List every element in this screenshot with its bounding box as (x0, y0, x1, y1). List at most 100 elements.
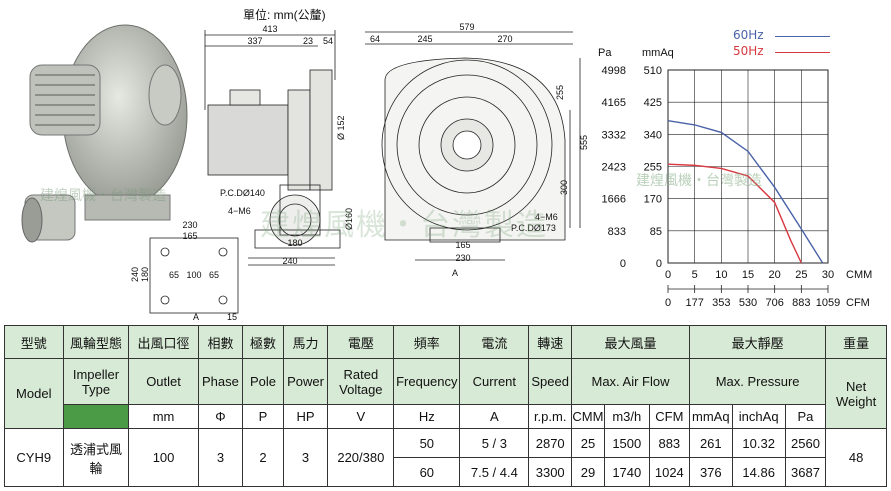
photo-watermark: 建煌風機・台灣製造 (40, 188, 166, 204)
axis-title-mmaq: mmAq (642, 47, 674, 59)
dim-15: 15 (227, 312, 237, 320)
th-zh-pole: 極數 (242, 325, 284, 359)
dim-a-front: A (452, 268, 458, 278)
axis-unit-cfm: CFM (846, 297, 870, 309)
cell-m3h-60: 1740 (603, 457, 650, 487)
th-zh-airflow: 最大風量 (570, 325, 691, 359)
dim-23: 23 (303, 36, 313, 46)
cell-pa-50: 2560 (784, 428, 827, 458)
dim-300: 300 (559, 180, 569, 195)
cell-speed-50: 2870 (528, 428, 572, 458)
cell-inchaq-50: 10.32 (731, 428, 786, 458)
tick-pa: 0 (620, 258, 626, 270)
tick-cmm: 0 (665, 269, 671, 281)
dim-d152: Ø 152 (336, 115, 346, 140)
unit-voltage: V (327, 404, 395, 429)
dim-579: 579 (459, 22, 474, 32)
performance-chart: 0051771035315530207062588330105951049984… (598, 47, 872, 309)
dim-240b: 240 (130, 267, 140, 282)
th-zh-pressure: 最大靜壓 (689, 325, 827, 359)
tick-cfm: 1059 (816, 297, 840, 309)
unit-power: HP (282, 404, 329, 429)
cell-model: CYH9 (4, 428, 64, 487)
cell-power: 3 (282, 428, 329, 487)
cell-speed-60: 3300 (528, 457, 572, 487)
dim-pcd173: P.C.DØ173 (511, 223, 556, 233)
th-en-impeller: Impeller Type (62, 358, 130, 405)
cell-current-60: 7.5 / 4.4 (459, 457, 530, 487)
dim-255: 255 (555, 85, 565, 100)
tick-cmm: 25 (795, 269, 807, 281)
axis-title-pa: Pa (598, 47, 612, 59)
cell-pa-60: 3687 (784, 457, 827, 487)
dim-pcd140: P.C.DØ140 (220, 188, 265, 198)
tick-cmm: 10 (715, 269, 727, 281)
th-zh-speed: 轉速 (528, 325, 572, 359)
blower-photo (21, 24, 188, 243)
tick-cfm: 0 (665, 297, 671, 309)
cell-cfm-50: 883 (648, 428, 691, 458)
dim-555: 555 (579, 135, 589, 150)
dim-165-front: 165 (455, 240, 470, 250)
th-zh-power: 馬力 (282, 325, 329, 359)
tick-pa: 3332 (602, 129, 626, 141)
th-zh-voltage: 電壓 (327, 325, 395, 359)
cell-inchaq-60: 14.86 (731, 457, 786, 487)
tick-cmm: 30 (822, 269, 834, 281)
tick-mmaq: 425 (644, 97, 662, 109)
dim-65b: 65 (209, 270, 219, 280)
dim-245: 245 (417, 34, 432, 44)
tick-cmm: 15 (742, 269, 754, 281)
legend-60hz: 60Hz (733, 28, 764, 42)
cell-mmaq-60: 376 (689, 457, 733, 487)
tick-cfm: 883 (792, 297, 810, 309)
dim-165: 165 (182, 231, 197, 241)
legend-line-60hz (775, 36, 830, 37)
legend-50hz: 50Hz (733, 44, 764, 58)
tick-mmaq: 255 (644, 162, 662, 174)
spec-table: 型號 風輪型態 出風口徑 相數 極數 馬力 電壓 頻率 電流 轉速 最大風量 最… (4, 325, 887, 487)
tick-cfm: 177 (685, 297, 703, 309)
chart-watermark: 建煌風機・台灣製造 (636, 173, 762, 189)
th-en-voltage: Rated Voltage (327, 358, 395, 405)
tick-mmaq: 0 (656, 258, 662, 270)
th-en-outlet: Outlet (128, 358, 199, 405)
tick-cfm: 706 (765, 297, 783, 309)
cell-voltage: 220/380 (327, 428, 395, 487)
dim-65a: 65 (169, 270, 179, 280)
tick-cfm: 353 (712, 297, 730, 309)
cell-freq-60: 60 (393, 457, 461, 487)
cell-m3h-50: 1500 (603, 428, 650, 458)
th-en-model: Model (4, 358, 64, 429)
th-en-current: Current (459, 358, 530, 405)
th-en-power: Power (282, 358, 329, 405)
cell-mmaq-50: 261 (689, 428, 733, 458)
th-zh-phase: 相數 (197, 325, 244, 359)
dim-180: 180 (287, 238, 302, 248)
tick-pa: 2423 (602, 162, 626, 174)
th-en-speed: Speed (528, 358, 572, 405)
side-view-drawing: 413 337 23 54 Ø 152 P.C.DØ140 4−M6 Ø160 … (130, 24, 354, 320)
cell-freq-50: 50 (393, 428, 461, 458)
unit-outlet: mm (128, 404, 199, 429)
dim-64: 64 (370, 34, 380, 44)
unit-impeller-blank (62, 404, 130, 429)
th-zh-impeller: 風輪型態 (62, 325, 130, 359)
tick-pa: 4998 (602, 65, 626, 77)
legend-line-50hz (775, 52, 830, 53)
cell-phase: 3 (197, 428, 244, 487)
dim-230: 230 (182, 220, 197, 230)
th-en-pressure: Max. Pressure (689, 358, 827, 405)
series-line-60hz (667, 120, 824, 264)
cell-outlet: 100 (128, 428, 199, 487)
unit-m3h: m3/h (603, 404, 650, 429)
dim-180b: 180 (140, 267, 150, 282)
dim-a: A (193, 312, 199, 320)
dim-230-front: 230 (455, 253, 470, 263)
dim-413: 413 (262, 24, 277, 34)
tick-mmaq: 510 (644, 65, 662, 77)
cell-current-50: 5 / 3 (459, 428, 530, 458)
th-en-phase: Phase (197, 358, 244, 405)
tick-pa: 833 (608, 226, 626, 238)
series-line-50hz (667, 163, 802, 264)
